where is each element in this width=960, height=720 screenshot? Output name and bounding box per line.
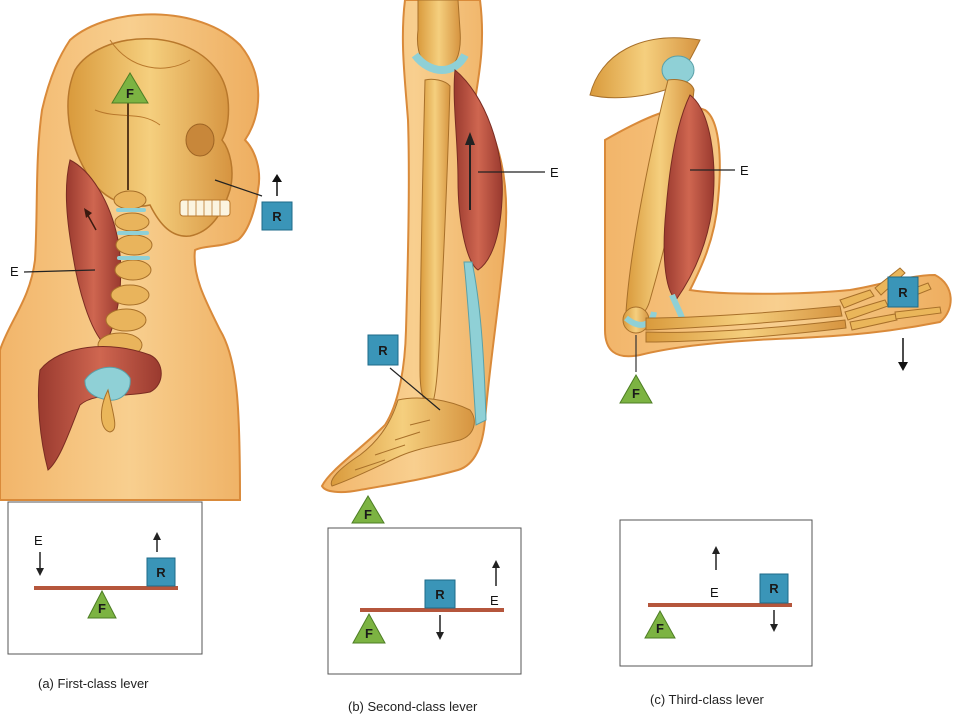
fulcrum-label-c: F: [632, 386, 640, 401]
effort-label-b-schematic: E: [490, 593, 499, 608]
fulcrum-label-a-schematic: F: [98, 601, 106, 616]
resistance-label-c: R: [898, 285, 908, 300]
fulcrum-label-c-schematic: F: [656, 621, 664, 636]
panel-a-resistance-marker: R: [214, 174, 293, 231]
first-class-lever-schematic: E F R: [7, 501, 203, 655]
lever-bar-b: [360, 608, 504, 612]
panel-a-effort-label: E: [10, 264, 96, 279]
effort-label-c-top: E: [740, 163, 749, 178]
fulcrum-label-b: F: [364, 507, 372, 522]
panel-b-effort-label: E: [478, 165, 559, 180]
resistance-label-b-schematic: R: [435, 587, 445, 602]
resistance-label-c-schematic: R: [769, 581, 779, 596]
arm-illustration: [589, 37, 952, 358]
lever-bar-c: [648, 603, 792, 607]
effort-label-c-schematic: E: [710, 585, 719, 600]
panel-c-fulcrum-marker: F: [619, 335, 653, 404]
third-class-lever-schematic: F E R: [619, 519, 813, 667]
panel-c-resistance-marker: R: [887, 276, 919, 371]
caption-second-class-lever: (b) Second-class lever: [348, 699, 478, 714]
lever-bar-a: [34, 586, 178, 590]
panel-b-resistance-marker: R: [367, 334, 441, 411]
head-neck-illustration: [0, 13, 261, 501]
caption-third-class-lever: (c) Third-class lever: [650, 692, 765, 707]
effort-label-a: E: [10, 264, 19, 279]
panel-b-fulcrum-marker: F: [351, 495, 385, 524]
resistance-label-a-schematic: R: [156, 565, 166, 580]
second-class-lever-schematic: F R E: [327, 527, 522, 675]
resistance-label-a: R: [272, 209, 282, 224]
panel-c-effort-label: E: [690, 163, 749, 178]
fulcrum-label-a: F: [126, 86, 134, 101]
caption-first-class-lever: (a) First-class lever: [38, 676, 149, 691]
resistance-label-b: R: [378, 343, 388, 358]
leg-foot-illustration: [320, 0, 508, 494]
panel-a-fulcrum-marker: F: [111, 72, 149, 104]
effort-label-a-schematic: E: [34, 533, 43, 548]
fulcrum-label-b-schematic: F: [365, 626, 373, 641]
effort-label-b-top: E: [550, 165, 559, 180]
